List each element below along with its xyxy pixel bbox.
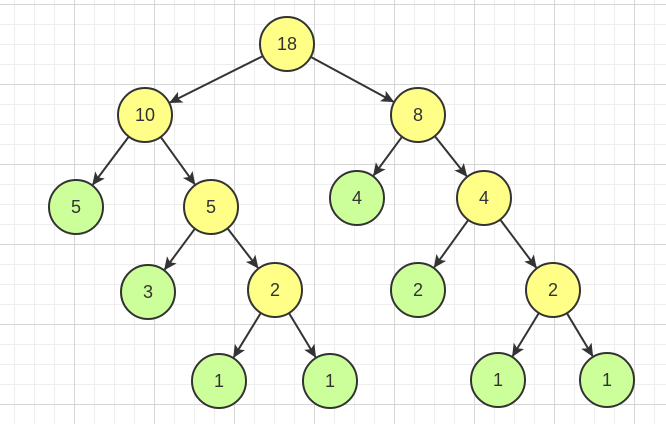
node-label: 5 (206, 197, 216, 217)
node-circle (579, 352, 635, 408)
node-label: 2 (413, 280, 423, 300)
internal-node-n1: 10 (117, 87, 173, 143)
node-circle (470, 352, 526, 408)
node-label: 4 (479, 188, 489, 208)
leaf-node-n12: 1 (302, 353, 358, 409)
edge-n1-n3 (92, 136, 130, 186)
node-circle (117, 87, 173, 143)
edge-n2-n5 (372, 136, 403, 177)
node-label: 18 (277, 34, 297, 54)
node-label: 5 (71, 197, 81, 217)
node-circle (48, 179, 104, 235)
edge-n2-n6 (434, 135, 468, 177)
internal-node-n0: 18 (259, 16, 315, 72)
edge-n0-n1 (169, 55, 264, 104)
node-circle (390, 87, 446, 143)
node-label: 1 (602, 370, 612, 390)
nodes-layer: 18 10 8 5 5 4 4 3 2 2 2 1 1 1 1 (48, 16, 635, 409)
node-circle (259, 16, 315, 72)
node-label: 1 (325, 371, 335, 391)
node-circle (247, 262, 303, 318)
node-circle (302, 353, 358, 409)
node-circle (183, 179, 239, 235)
internal-node-n6: 4 (456, 170, 512, 226)
edge-n4-n8 (226, 227, 259, 269)
edge-n10-n13 (511, 312, 540, 357)
edge-n0-n2 (310, 56, 395, 103)
node-circle (390, 262, 446, 318)
edges-layer (92, 55, 594, 359)
node-label: 2 (270, 280, 280, 300)
leaf-node-n3: 5 (48, 179, 104, 235)
leaf-node-n13: 1 (470, 352, 526, 408)
node-circle (120, 264, 176, 320)
node-label: 4 (352, 188, 362, 208)
node-circle (525, 262, 581, 318)
node-circle (329, 170, 385, 226)
leaf-node-n14: 1 (579, 352, 635, 408)
node-label: 1 (214, 371, 224, 391)
internal-node-n10: 2 (525, 262, 581, 318)
edge-n6-n9 (433, 219, 470, 269)
node-label: 3 (143, 282, 153, 302)
internal-node-n4: 5 (183, 179, 239, 235)
edge-n10-n14 (566, 312, 594, 357)
node-label: 10 (135, 105, 155, 125)
edge-n4-n7 (163, 228, 196, 271)
edge-n8-n12 (288, 312, 317, 358)
node-label: 1 (493, 370, 503, 390)
internal-node-n8: 2 (247, 262, 303, 318)
leaf-node-n11: 1 (191, 353, 247, 409)
node-circle (456, 170, 512, 226)
internal-node-n2: 8 (390, 87, 446, 143)
edge-n6-n10 (499, 219, 538, 269)
node-label: 2 (548, 280, 558, 300)
node-label: 8 (413, 105, 423, 125)
leaf-node-n9: 2 (390, 262, 446, 318)
edge-n1-n4 (159, 136, 196, 186)
edge-n8-n11 (232, 312, 262, 359)
node-circle (191, 353, 247, 409)
leaf-node-n7: 3 (120, 264, 176, 320)
leaf-node-n5: 4 (329, 170, 385, 226)
